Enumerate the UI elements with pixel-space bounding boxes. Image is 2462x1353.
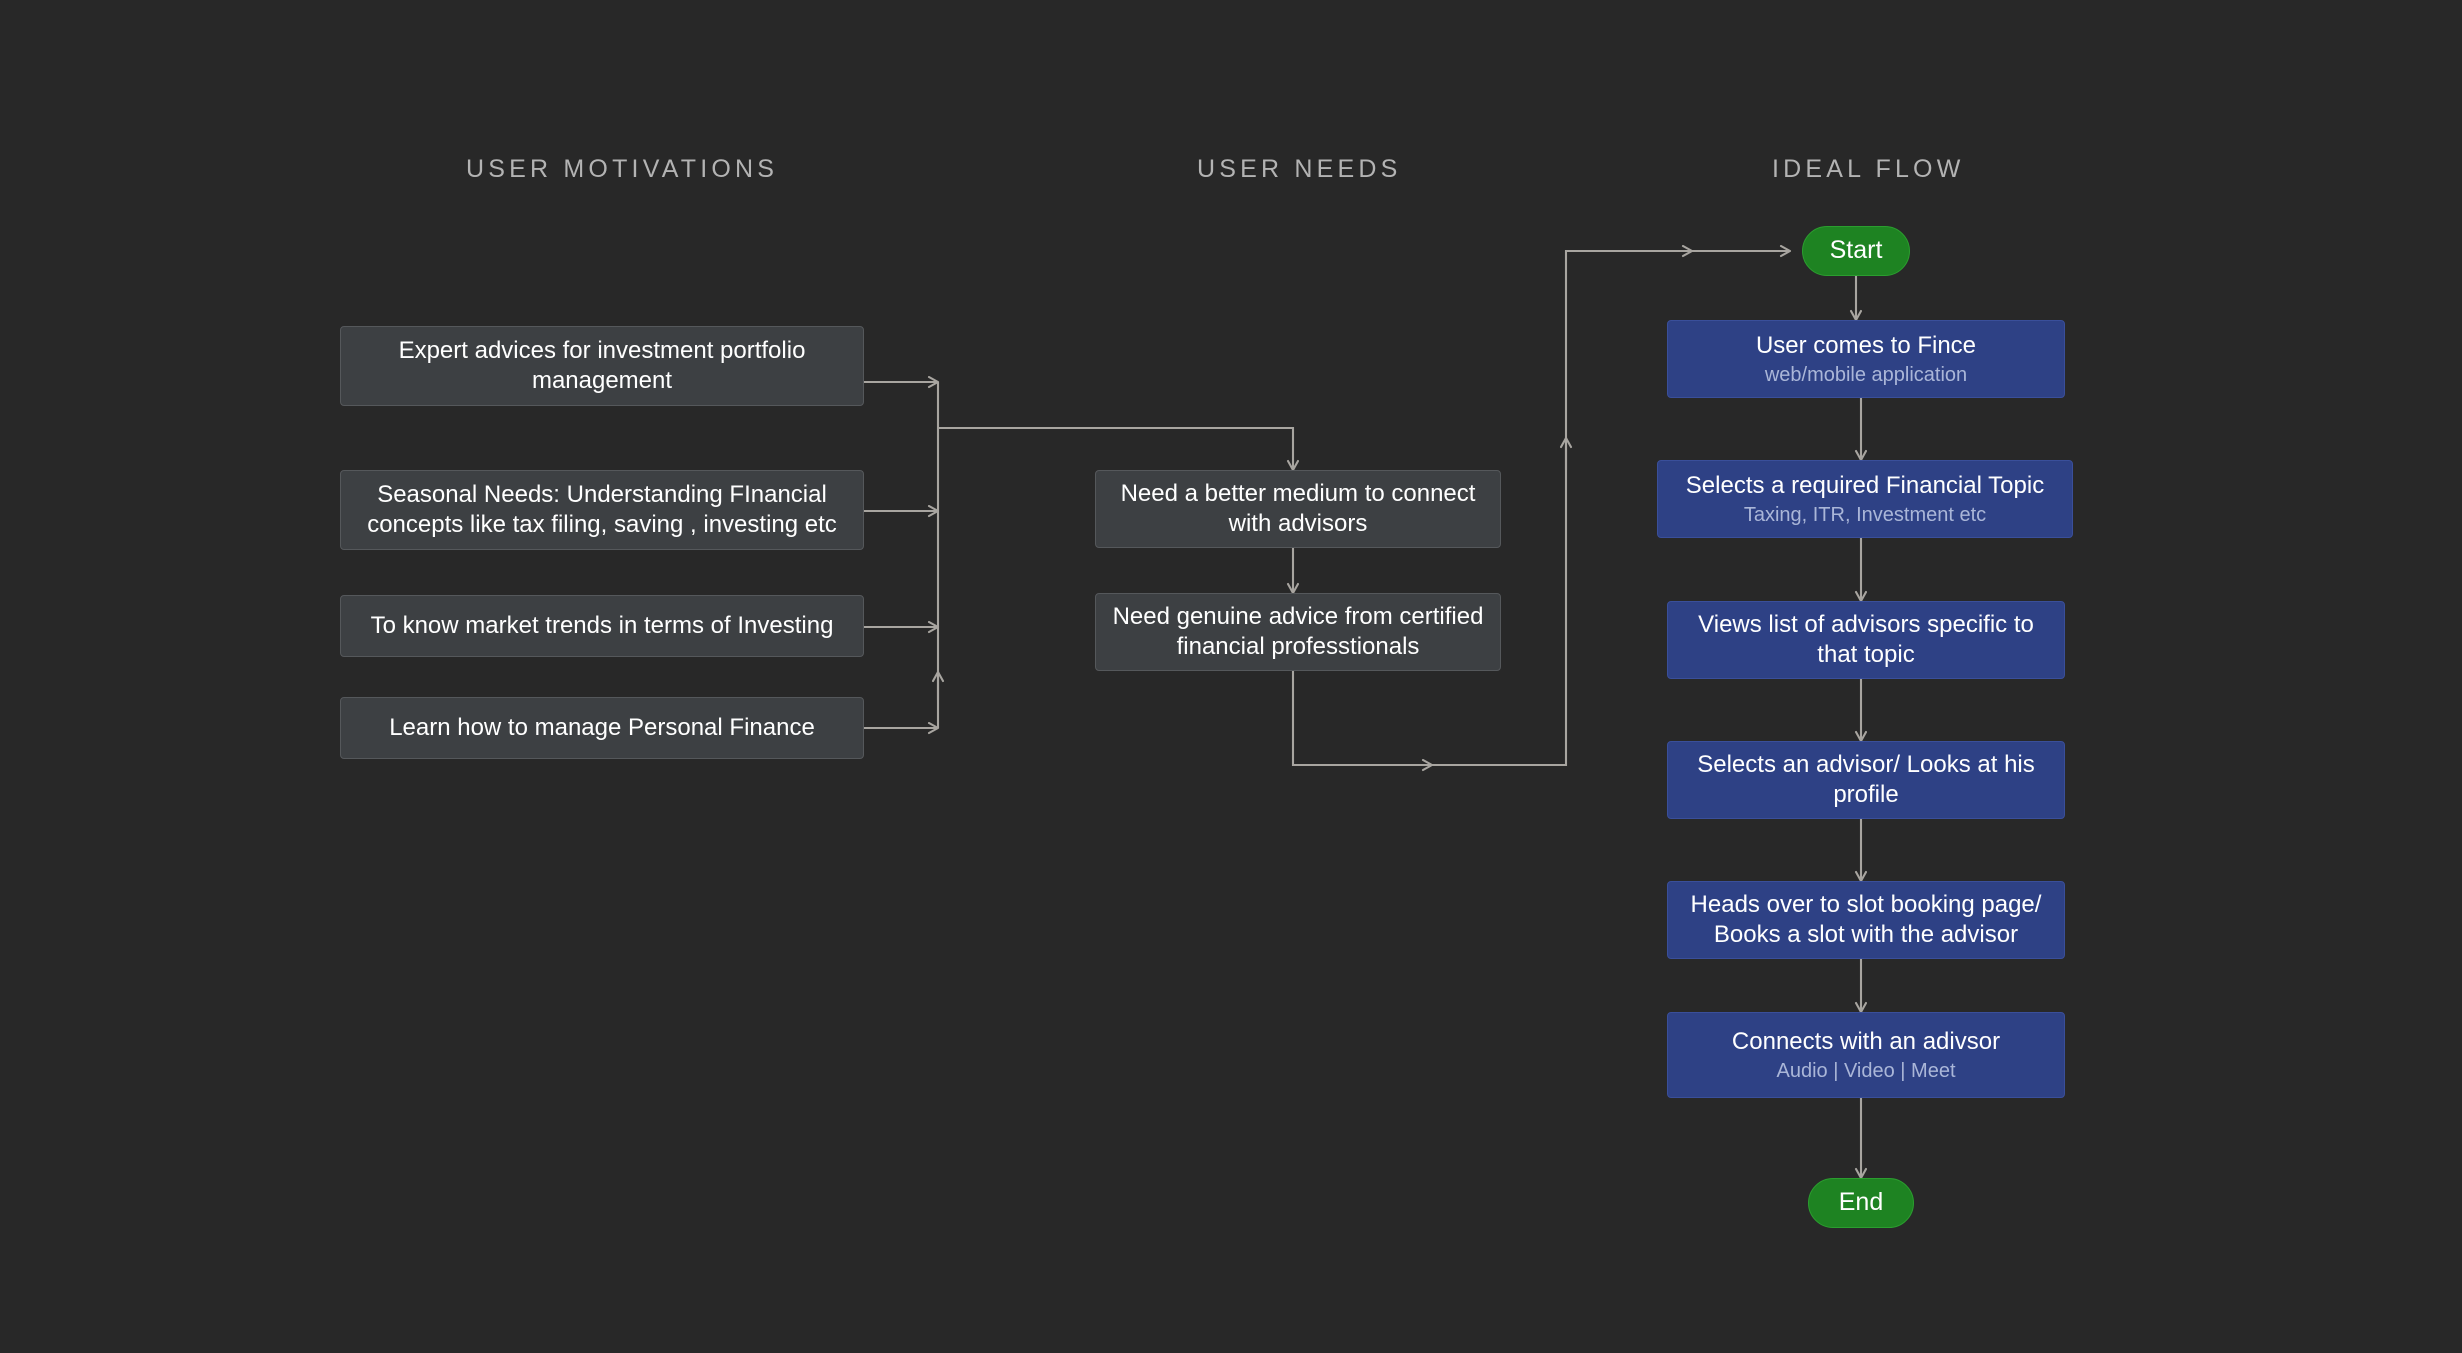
- node-need-genuine-advice[interactable]: Need genuine advice from certified finan…: [1095, 593, 1501, 671]
- node-label: Expert advices for investment portfolio …: [398, 336, 806, 394]
- node-motivation-personal-finance[interactable]: Learn how to manage Personal Finance: [340, 697, 864, 759]
- node-label: Selects an advisor/ Looks at his profile: [1697, 750, 2035, 808]
- node-motivation-expert-advices[interactable]: Expert advices for investment portfolio …: [340, 326, 864, 406]
- node-label: Need genuine advice from certified finan…: [1112, 602, 1484, 660]
- node-flow-user-comes-to-fince[interactable]: User comes to Fince web/mobile applicati…: [1667, 320, 2065, 398]
- node-flow-start[interactable]: Start: [1802, 226, 1910, 276]
- node-label: Views list of advisors specific to that …: [1698, 610, 2034, 668]
- node-flow-selects-financial-topic[interactable]: Selects a required Financial Topic Taxin…: [1657, 460, 2073, 538]
- node-label: User comes to Fince: [1755, 331, 1977, 359]
- node-label: Need a better medium to connect with adv…: [1120, 479, 1476, 537]
- node-label: Heads over to slot booking page/ Books a…: [1690, 890, 2042, 948]
- node-flow-books-slot[interactable]: Heads over to slot booking page/ Books a…: [1667, 881, 2065, 959]
- node-label: Seasonal Needs: Understanding FInancial …: [367, 480, 837, 538]
- connector-bus-to-need-medium: [938, 426, 1293, 470]
- node-flow-end[interactable]: End: [1808, 1178, 1914, 1228]
- column-header-ideal-flow: IDEAL FLOW: [1772, 155, 1965, 183]
- node-sublabel: Audio | Video | Meet: [1776, 1060, 1956, 1083]
- node-label: Selects a required Financial Topic: [1685, 471, 2045, 499]
- node-label: To know market trends in terms of Invest…: [370, 611, 834, 639]
- column-header-user-needs: USER NEEDS: [1197, 155, 1402, 183]
- node-motivation-seasonal-needs[interactable]: Seasonal Needs: Understanding FInancial …: [340, 470, 864, 550]
- node-label: Start: [1829, 236, 1883, 265]
- node-need-better-medium[interactable]: Need a better medium to connect with adv…: [1095, 470, 1501, 548]
- node-flow-connects-advisor[interactable]: Connects with an adivsor Audio | Video |…: [1667, 1012, 2065, 1098]
- node-motivation-market-trends[interactable]: To know market trends in terms of Invest…: [340, 595, 864, 657]
- node-label: Connects with an adivsor: [1731, 1027, 2001, 1055]
- node-flow-selects-advisor[interactable]: Selects an advisor/ Looks at his profile: [1667, 741, 2065, 819]
- node-flow-views-advisor-list[interactable]: Views list of advisors specific to that …: [1667, 601, 2065, 679]
- column-header-user-motivations: USER MOTIVATIONS: [466, 155, 779, 183]
- node-label: Learn how to manage Personal Finance: [389, 713, 815, 741]
- node-sublabel: web/mobile application: [1764, 364, 1968, 387]
- node-label: End: [1838, 1188, 1884, 1217]
- node-sublabel: Taxing, ITR, Investment etc: [1743, 504, 1987, 527]
